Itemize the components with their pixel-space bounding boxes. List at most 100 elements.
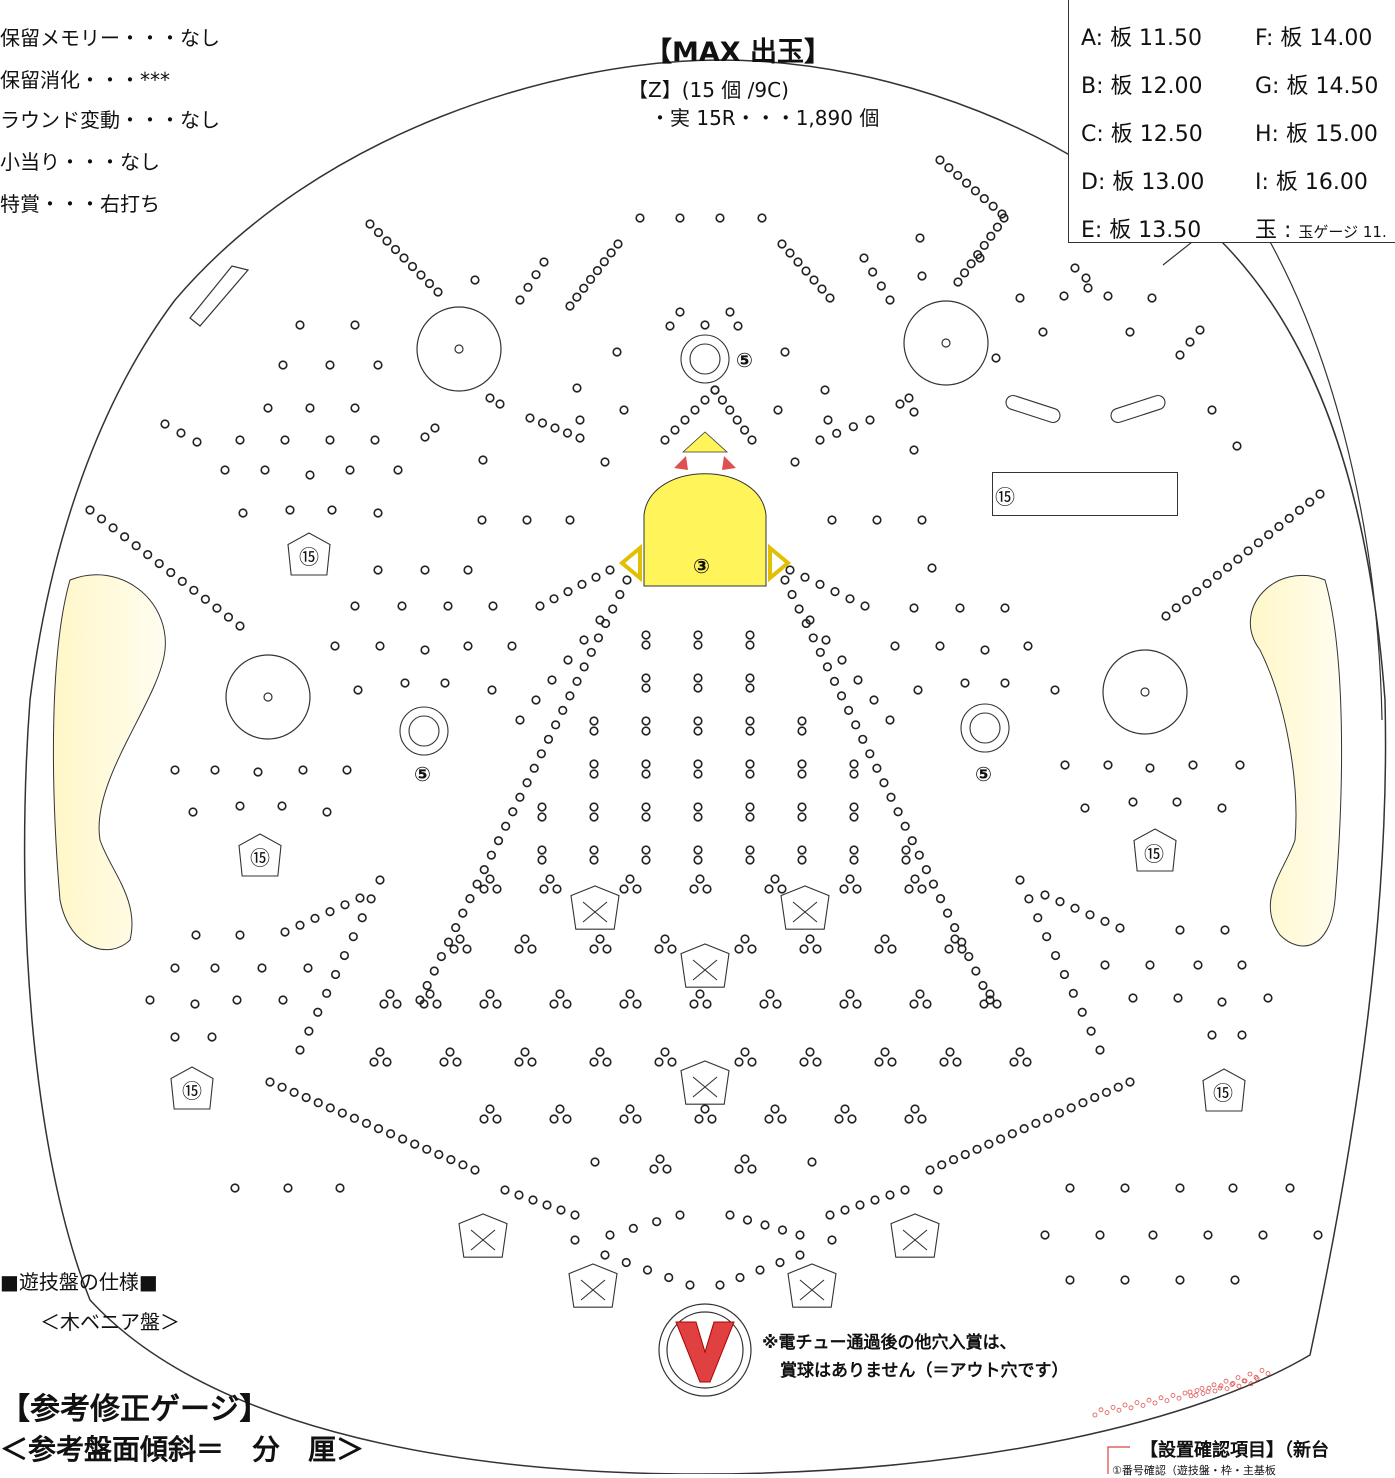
nail [327,505,337,515]
nail [602,944,612,954]
nail [847,1114,857,1124]
nail [797,802,807,812]
nail [373,360,383,370]
nail [950,922,960,933]
nail [765,989,775,999]
gauge-h: H: 板 15.00 [1255,122,1378,147]
skull-bones [580,1279,606,1301]
nail [235,435,245,445]
nail [745,630,755,640]
nail [531,695,541,705]
nail [305,403,315,413]
nail [154,558,164,569]
nail [370,435,380,445]
nail [373,227,384,238]
nail [893,807,903,817]
nail [470,275,480,285]
nail [1054,1108,1065,1118]
nail [479,999,489,1009]
nail [773,405,783,415]
label-hex-15: ⑮ [1213,1081,1233,1105]
nail [379,999,389,1009]
skull-pocket [568,1263,618,1308]
nail [693,673,703,683]
nail [785,565,795,575]
nail [238,508,248,518]
nail [805,615,815,625]
nail [642,1265,653,1275]
nail [120,532,130,542]
nail [1043,1113,1053,1123]
red-dot [1193,1392,1199,1398]
nail [361,1118,372,1129]
nail [693,855,703,865]
red-dot [1212,1388,1218,1394]
nail [579,662,589,672]
nail [1083,283,1093,293]
nail [849,812,859,822]
nail [991,353,1001,363]
nail [625,989,635,999]
nail [590,1157,600,1167]
nail [260,465,270,475]
nail [805,934,815,944]
nail [486,850,496,860]
install-check-sub: ①番号確認（遊技盤・枠・主基板 [1112,1464,1276,1477]
nail [740,934,750,944]
nail [917,884,927,894]
red-dot [1248,1381,1254,1387]
red-dot [1104,1410,1110,1415]
nail [944,163,954,173]
nail [589,855,599,865]
skull-pocket [787,1263,837,1308]
nail [577,579,587,590]
nail [747,435,757,445]
nail [451,922,461,933]
nail [928,879,939,889]
nail [605,1230,615,1240]
nail [591,572,601,582]
nail [600,1250,610,1260]
nail [1235,760,1245,770]
nail [628,1223,638,1233]
nail [170,765,180,775]
gauge-c: C: 板 12.50 [1081,122,1203,147]
nail [953,277,963,287]
nail [492,884,502,894]
nail [855,1200,865,1210]
gauge-d: D: 板 13.00 [1081,170,1205,195]
nail [1042,932,1052,942]
nail [436,951,447,962]
nail [1038,327,1048,337]
nail [622,575,632,585]
nail [325,906,335,917]
nail [886,792,896,802]
nail [641,855,651,865]
nail [552,884,562,894]
nail [549,1114,559,1124]
nail [689,884,699,894]
nail [1294,505,1305,515]
skull-bones [792,901,818,923]
hex-pockets [170,532,1246,1112]
red-dot [1134,1400,1140,1405]
nail [397,601,407,611]
gauge-table: A: 板 11.50 F: 板 14.00 B: 板 12.00 G: 板 14… [1068,0,1395,243]
nail [715,213,725,223]
gauge-f: F: 板 14.00 [1255,26,1373,51]
nail [349,1113,360,1123]
nail [1040,890,1050,900]
nail [872,515,882,525]
nail [589,812,599,822]
gauge-i: I: 板 16.00 [1255,170,1368,195]
nail [1081,273,1091,283]
nail [535,601,545,611]
nail [1100,960,1110,970]
nail [470,1165,480,1175]
gauge-row: C: 板 12.50 H: 板 15.00 [1081,116,1378,148]
nail [641,845,651,855]
nail [433,287,443,297]
nail [695,874,705,884]
nail [852,884,862,894]
nail [1066,1103,1076,1113]
